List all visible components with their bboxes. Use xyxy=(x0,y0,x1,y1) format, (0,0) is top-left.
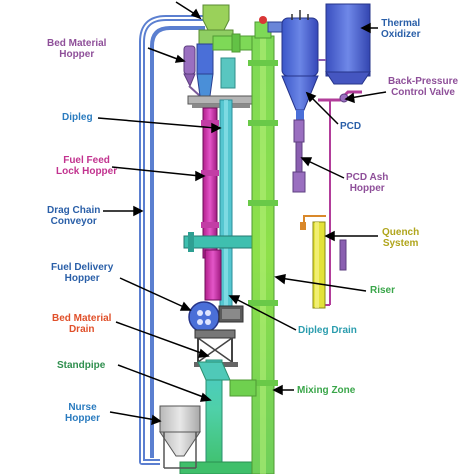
label-line: Drain xyxy=(52,324,111,335)
label-line: Drag Chain xyxy=(47,205,100,216)
label-line: Bed Material xyxy=(52,313,111,324)
label-line: Hopper xyxy=(51,273,113,284)
label-line: Dipleg xyxy=(62,112,93,123)
label-line: PCD xyxy=(340,121,361,132)
label-dipleg-drain: Dipleg Drain xyxy=(298,325,357,336)
label-line: Control Valve xyxy=(388,87,458,98)
label-pcd: PCD xyxy=(340,121,361,132)
label-line: Fuel Feed xyxy=(56,155,117,166)
label-line: PCD Ash xyxy=(346,172,388,183)
label-line: Hopper xyxy=(65,413,100,424)
label-line: Fuel Delivery xyxy=(51,262,113,273)
label-line: Hopper xyxy=(47,49,106,60)
label-line: Oxidizer xyxy=(381,29,420,40)
label-line: Dipleg Drain xyxy=(298,325,357,336)
label-line: Thermal xyxy=(381,18,420,29)
label-dipleg: Dipleg xyxy=(62,112,93,123)
label-line: System xyxy=(382,238,419,249)
label-standpipe: Standpipe xyxy=(57,360,105,371)
label-line: Mixing Zone xyxy=(297,385,355,396)
label-line: Nurse xyxy=(65,402,100,413)
label-line: Bed Material xyxy=(47,38,106,49)
label-line: Conveyor xyxy=(47,216,100,227)
label-line: Standpipe xyxy=(57,360,105,371)
label-line: Quench xyxy=(382,227,419,238)
label-line: Back-Pressure xyxy=(388,76,458,87)
label-mixing-zone: Mixing Zone xyxy=(297,385,355,396)
label-line: Hopper xyxy=(346,183,388,194)
label-line: Riser xyxy=(370,285,395,296)
label-line: Lock Hopper xyxy=(56,166,117,177)
label-riser: Riser xyxy=(370,285,395,296)
